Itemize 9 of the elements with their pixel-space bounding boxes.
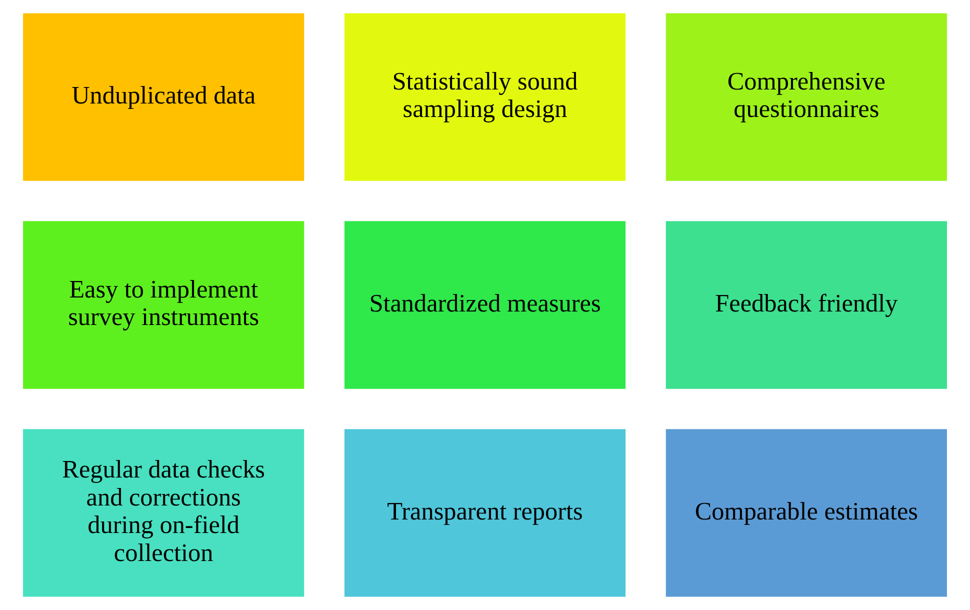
node-box: Feedback friendly bbox=[666, 221, 947, 389]
node-box: Regular data checks and corrections during on-field collection bbox=[23, 429, 304, 597]
node-box: Easy to implement survey instruments bbox=[23, 221, 304, 389]
node-box: Standardized measures bbox=[344, 221, 626, 389]
node-box: Comparable estimates bbox=[666, 429, 947, 597]
node-box: Unduplicated data bbox=[23, 13, 304, 181]
node-box: Transparent reports bbox=[344, 429, 626, 597]
node-box: Comprehensive questionnaires bbox=[666, 13, 947, 181]
node-box: Statistically sound sampling design bbox=[344, 13, 626, 181]
